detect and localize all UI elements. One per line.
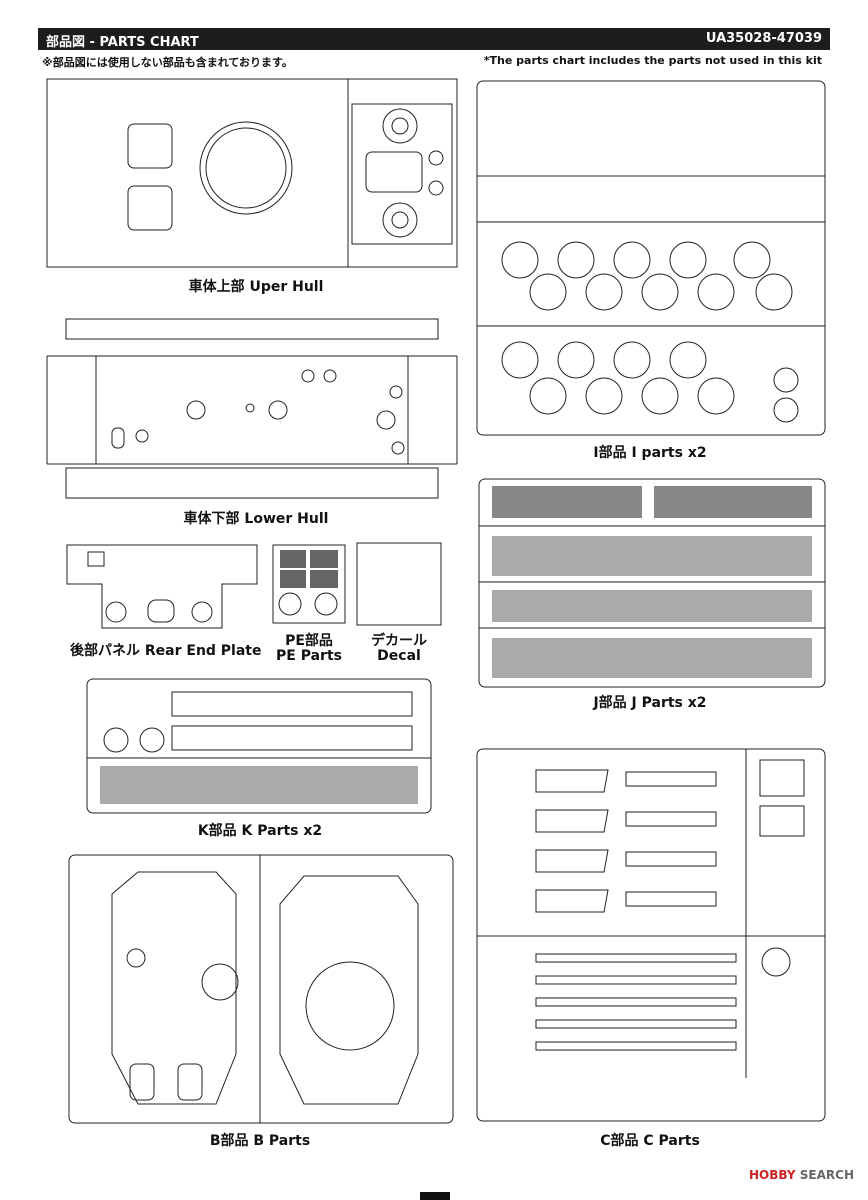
decal-label-en: Decal <box>377 648 421 664</box>
rear-plate-label: 後部パネル Rear End Plate <box>70 643 262 659</box>
lower-hull-label: 車体下部 Lower Hull <box>183 511 329 527</box>
upper-hull-drawing <box>46 78 458 268</box>
k-parts-sprue-drawing <box>86 678 432 814</box>
i-parts-sprue-drawing <box>476 80 826 436</box>
page-tab <box>420 1192 450 1200</box>
rear-plate-drawing <box>66 544 258 630</box>
pe-label-ja: PE部品 <box>285 633 333 649</box>
pe-label-en: PE Parts <box>276 648 342 664</box>
b-parts-sprue-drawing <box>68 854 454 1124</box>
note-ja: ※部品図には使用しない部品も含まれております。 <box>42 56 293 69</box>
pe-parts-drawing <box>272 544 346 624</box>
decal-label-ja: デカール <box>371 633 427 649</box>
k-parts-label: K部品 K Parts x2 <box>197 823 323 839</box>
i-parts-label: I部品 I parts x2 <box>593 445 707 461</box>
watermark-rest: SEARCH <box>799 1168 854 1182</box>
c-parts-sprue-drawing <box>476 748 826 1122</box>
watermark: HOBBY SEARCH <box>749 1168 854 1182</box>
lower-hull-drawing <box>46 318 458 502</box>
page-title: 部品図 - PARTS CHART <box>46 35 199 50</box>
j-parts-sprue-drawing <box>478 478 826 688</box>
page-header: 部品図 - PARTS CHART UA35028-47039 <box>38 28 830 50</box>
product-code: UA35028-47039 <box>705 31 822 46</box>
note-en: *The parts chart includes the parts not … <box>483 54 822 67</box>
watermark-brand: HOBBY <box>749 1168 796 1182</box>
upper-hull-label: 車体上部 Uper Hull <box>188 279 324 295</box>
j-parts-label: J部品 J Parts x2 <box>593 695 707 711</box>
b-parts-label: B部品 B Parts <box>209 1133 311 1149</box>
decal-drawing <box>356 542 442 626</box>
c-parts-label: C部品 C Parts <box>600 1133 700 1149</box>
